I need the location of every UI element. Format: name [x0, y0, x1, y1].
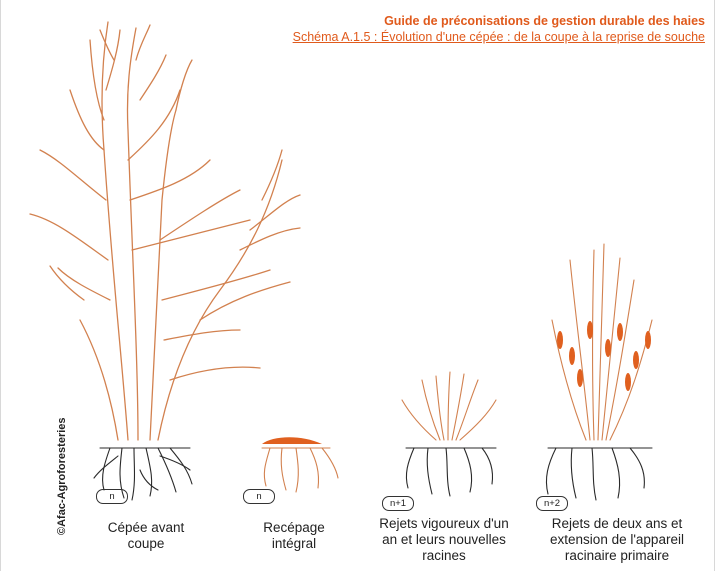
caption-line: racines [358, 548, 530, 564]
caption-line: intégral [236, 536, 352, 552]
two-year-shoots-illustration [552, 244, 652, 440]
stage-caption: Cépée avant coupe [86, 520, 206, 552]
stage-badge: n+2 [536, 496, 568, 511]
extended-primary-roots [546, 448, 652, 500]
stage-badge: n [243, 489, 275, 504]
stage-badge: n [96, 489, 128, 504]
stage-caption: Rejets vigoureux d'un an et leurs nouvel… [358, 516, 530, 564]
leaves [557, 321, 651, 391]
caption-line: an et leurs nouvelles [358, 532, 530, 548]
caption-line: Cépée avant [86, 520, 206, 536]
caption-line: racinaire primaire [525, 548, 709, 564]
mature-coppice-illustration [30, 22, 300, 440]
stage-badge: n+1 [382, 496, 414, 511]
caption-line: Rejets vigoureux d'un [358, 516, 530, 532]
caption-line: Recépage [236, 520, 352, 536]
caption-line: extension de l'appareil [525, 532, 709, 548]
stage-caption: Recépage intégral [236, 520, 352, 552]
caption-line: coupe [86, 536, 206, 552]
new-roots [406, 448, 496, 496]
cut-stump-illustration [262, 437, 338, 492]
caption-line: Rejets de deux ans et [525, 516, 709, 532]
one-year-shoots-illustration [402, 372, 496, 440]
stage-caption: Rejets de deux ans et extension de l'app… [525, 516, 709, 564]
